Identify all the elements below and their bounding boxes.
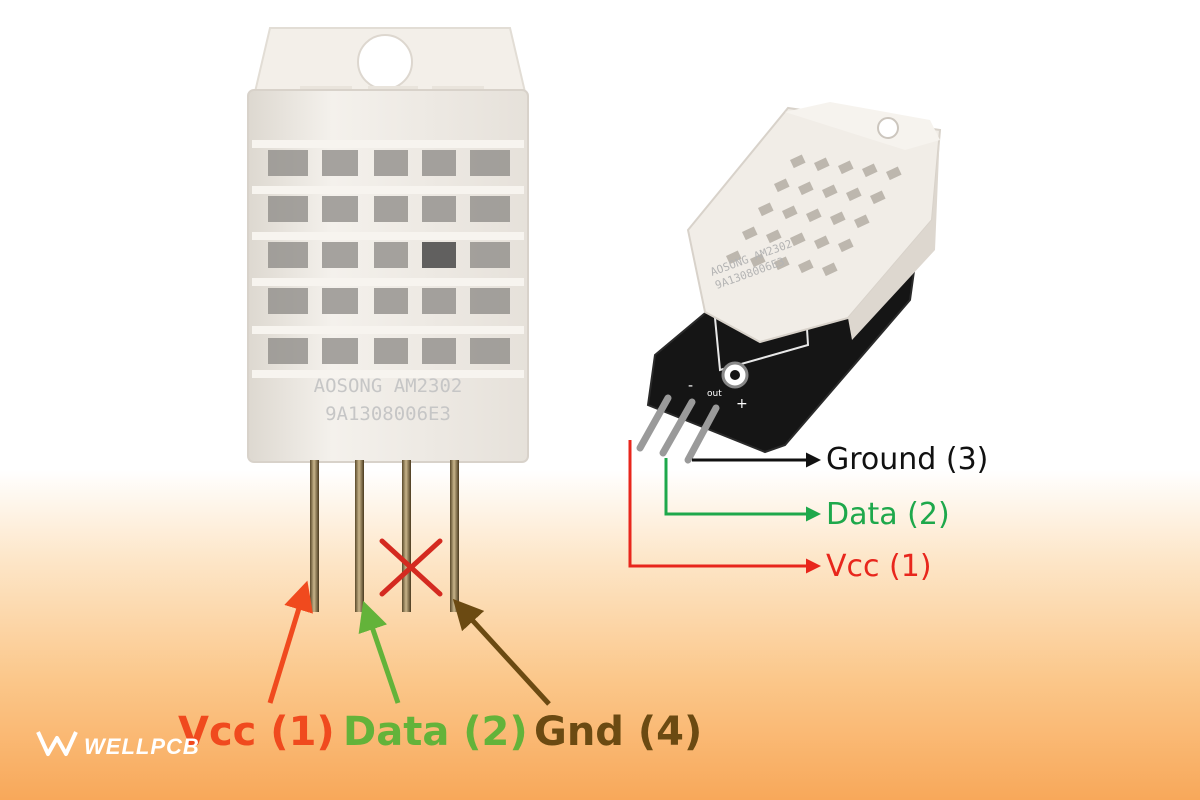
vent-rib [252, 186, 524, 194]
gnd-arrow [452, 598, 551, 706]
module-pin-plus: + [736, 396, 748, 412]
module-vent-slot [813, 157, 830, 172]
vent-slot [422, 288, 456, 314]
watermark-text: WELLPCB [84, 734, 200, 759]
module-vcc-label: Vcc (1) [826, 549, 932, 584]
vent-slot [268, 150, 308, 176]
sensor-pin-3 [402, 460, 411, 612]
vent-slot [322, 338, 358, 364]
sensor-pin-2 [355, 460, 364, 612]
vent-slot [268, 338, 308, 364]
module-vent-slot [789, 232, 806, 247]
vent-slot [374, 242, 408, 268]
vent-slot [268, 242, 308, 268]
vent-slot [422, 150, 456, 176]
wellpcb-logo-icon [36, 731, 78, 756]
module-vent-slot [854, 214, 870, 229]
module-vent-slot [870, 190, 886, 205]
module-vent-slot [830, 211, 846, 226]
vent-rib [252, 278, 524, 286]
module-vent-slot [726, 250, 742, 265]
module-vent-slot [797, 181, 814, 196]
module-vent-slot [790, 154, 806, 169]
module-data-line [664, 458, 821, 522]
vent-slot [322, 150, 358, 176]
vent-slot [470, 150, 510, 176]
sensor-pin-1 [310, 460, 319, 612]
module-pin-minus: - [688, 378, 693, 394]
module-vent-slot [821, 184, 838, 199]
cross-mark-icon [379, 538, 443, 597]
module-vent-slot [797, 259, 814, 274]
module-vent-slot [805, 208, 822, 223]
module-vent-slot [773, 178, 790, 193]
vent-slot [268, 288, 308, 314]
vent-slot [422, 338, 456, 364]
module-pin-ground [684, 404, 720, 464]
module-vent-slot [845, 187, 862, 202]
module-vent-slot [749, 253, 766, 268]
vent-slot [470, 242, 510, 268]
module-vent-slot [838, 238, 854, 253]
sensor-marking-line2: 9A1308006E3 [325, 403, 451, 425]
vent-slot [322, 288, 358, 314]
module-vent-slot [861, 163, 878, 178]
module-vent-slot [782, 205, 798, 220]
vent-slot [374, 196, 408, 222]
module-vent-slot [837, 160, 854, 175]
module-data-label: Data (2) [826, 497, 950, 532]
vent-slot [322, 242, 358, 268]
dht22-sensor: AOSONG AM2302 9A1308006E3 [247, 27, 529, 612]
module-vent-slot [822, 262, 838, 277]
vent-slot [374, 150, 408, 176]
sensor-marking-line1: AOSONG AM2302 [314, 375, 463, 397]
module-vent-slot [886, 166, 902, 181]
module-vent-slot [742, 226, 758, 241]
dht22-module: AOSONG AM2302 9A1308006E3 - out + [636, 102, 942, 464]
module-pin-data [659, 398, 696, 457]
vent-rib [252, 232, 524, 240]
gnd-label: Gnd (4) [534, 709, 702, 755]
vent-slot [470, 196, 510, 222]
vent-slot [470, 288, 510, 314]
vent-rib [252, 140, 524, 148]
mounting-hole [357, 34, 413, 90]
data-label: Data (2) [343, 709, 528, 755]
module-vent-grid [726, 154, 902, 277]
module-pin-out: out [707, 389, 722, 399]
sensor-vent-grid [252, 140, 524, 378]
vent-slot [470, 338, 510, 364]
module-vent-slot [813, 235, 830, 250]
vcc-arrow [267, 580, 313, 704]
sensor-body [247, 89, 529, 463]
module-pin-vcc [636, 394, 672, 452]
vent-slot [268, 196, 308, 222]
vent-slot [422, 196, 456, 222]
vent-slot [322, 196, 358, 222]
vent-slot [374, 338, 408, 364]
vcc-label: Vcc (1) [178, 709, 335, 755]
vent-rib [252, 326, 524, 334]
module-vent-slot [758, 202, 774, 217]
vent-slot [422, 242, 456, 268]
module-vent-slot [766, 229, 782, 244]
data-arrow [358, 600, 401, 704]
module-vent-slot [773, 256, 790, 271]
module-ground-label: Ground (3) [826, 442, 988, 477]
vent-slot [374, 288, 408, 314]
module-vcc-line [628, 440, 821, 574]
sensor-pin-4 [450, 460, 459, 612]
vent-rib [252, 370, 524, 378]
